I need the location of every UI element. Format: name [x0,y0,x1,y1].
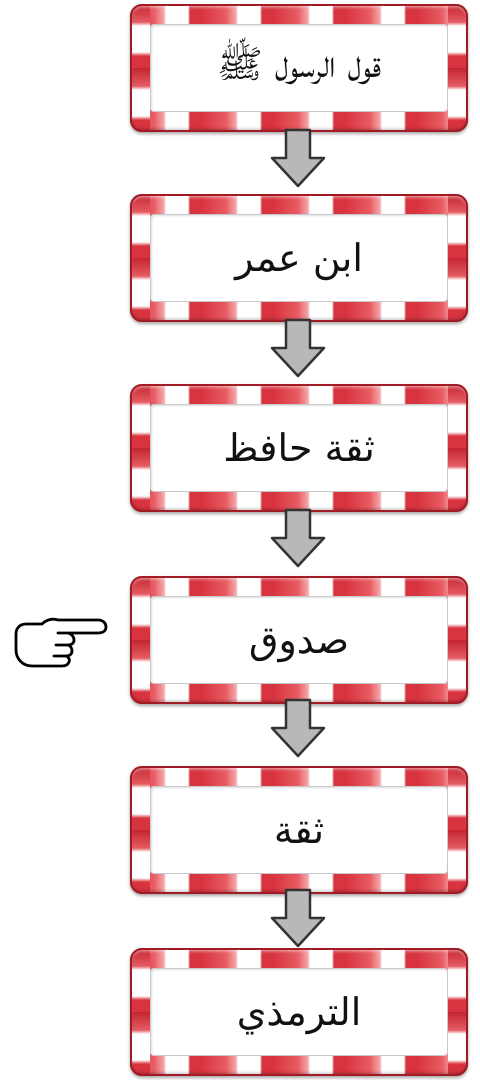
arrow-down-icon [270,888,326,948]
chain-node-saduq: صدوق [130,576,468,704]
node-inner-panel: ابن عمر [150,214,448,302]
arrow-down-icon [270,698,326,758]
node-inner-panel: صدوق [150,596,448,684]
chain-node-thiqa: ثقة [130,766,468,894]
chain-node-ibn-umar: ابن عمر [130,194,468,322]
node-inner-panel: ثقة [150,786,448,874]
node-inner-panel: ثقة حافظ [150,404,448,492]
chain-node-prophet-saying: قول الرسول ﷺ [130,4,468,132]
node-label: الترمذي [236,990,362,1034]
arrow-down-icon [270,318,326,378]
node-label: ثقة [273,808,325,852]
node-inner-panel: الترمذي [150,968,448,1056]
chain-node-tirmidhi: الترمذي [130,948,468,1076]
arrow-down-icon [270,508,326,568]
node-label: صدوق [248,618,350,662]
node-label: ثقة حافظ [223,426,375,470]
chain-node-thiqa-hafiz: ثقة حافظ [130,384,468,512]
pointing-hand-icon [14,617,108,668]
node-label: قول الرسول ﷺ [216,41,382,86]
arrow-down-icon [270,128,326,188]
node-inner-panel: قول الرسول ﷺ [150,24,448,112]
node-label: ابن عمر [235,236,363,280]
